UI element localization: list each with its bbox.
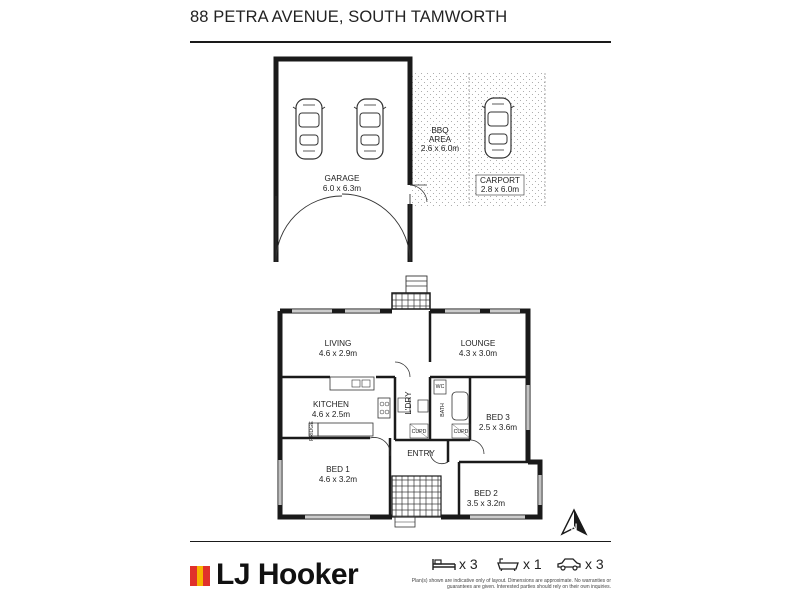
garage-doors xyxy=(275,193,411,263)
brand-logo-icon xyxy=(190,566,211,586)
bed1-name: BED 1 xyxy=(326,465,350,474)
bathrooms-stat: x 1 xyxy=(496,555,542,573)
car-icon-carport xyxy=(481,97,515,159)
garage-size: 6.0 x 6.3m xyxy=(323,184,361,193)
lounge-size: 4.3 x 3.0m xyxy=(459,349,497,358)
svg-text:N: N xyxy=(571,522,578,532)
bedrooms-stat: x 3 xyxy=(432,555,478,573)
entry-name: ENTRY xyxy=(407,449,435,458)
north-arrow-icon: N xyxy=(560,508,588,536)
bbq-area-paving xyxy=(412,73,469,206)
bed-icon xyxy=(432,559,456,570)
bed2-size: 3.5 x 3.2m xyxy=(467,499,505,508)
brand-name: LJ Hooker xyxy=(216,558,359,591)
laundry-name: L'DRY xyxy=(404,391,413,415)
lounge-name: LOUNGE xyxy=(461,339,496,348)
living-size: 4.6 x 2.9m xyxy=(319,349,357,358)
entry-paving xyxy=(391,475,442,518)
wc-fitting xyxy=(433,379,447,395)
kitchen-bench xyxy=(329,376,375,391)
bathrooms-count: x 1 xyxy=(523,556,542,572)
bed2-name: BED 2 xyxy=(474,489,498,498)
property-stats: x 3 x 1 x 3 xyxy=(426,555,611,575)
cupd-label-2: CUPD xyxy=(454,429,469,435)
front-landing xyxy=(391,292,431,310)
carport-size: 2.8 x 6.0m xyxy=(481,185,519,194)
footer-divider xyxy=(190,541,611,542)
kitchen-island xyxy=(317,422,374,437)
car-icon-garage-2 xyxy=(353,98,387,160)
car-icon-garage-1 xyxy=(292,98,326,160)
garage-walls xyxy=(273,56,413,262)
bbq-name-1: BBQ xyxy=(431,126,448,135)
bed1-size: 4.6 x 3.2m xyxy=(319,475,357,484)
bbq-size: 2.6 x 6.0m xyxy=(421,144,459,153)
disclaimer-text: Plan(s) shown are indicative only of lay… xyxy=(411,578,611,590)
bbq-name-2: AREA xyxy=(429,135,452,144)
bath-icon xyxy=(497,558,519,571)
bathtub xyxy=(451,391,469,421)
bath-name: BATH xyxy=(440,403,446,417)
stove xyxy=(377,397,391,419)
bed3-size: 2.5 x 3.6m xyxy=(479,423,517,432)
carport-name: CARPORT xyxy=(480,176,520,185)
fridge-label: FRIDGE xyxy=(309,421,315,441)
cars-stat: x 3 xyxy=(556,555,604,573)
kitchen-name: KITCHEN xyxy=(313,400,349,409)
header-divider xyxy=(190,41,611,43)
bed3-name: BED 3 xyxy=(486,413,510,422)
living-name: LIVING xyxy=(325,339,352,348)
cars-count: x 3 xyxy=(585,556,604,572)
garage-name: GARAGE xyxy=(324,174,360,183)
fridge-space xyxy=(308,422,319,437)
wc-label: WC xyxy=(436,384,445,390)
property-address: 88 PETRA AVENUE, SOUTH TAMWORTH xyxy=(190,8,508,26)
cupd-label-1: CUPD xyxy=(412,429,427,435)
car-icon xyxy=(557,558,581,571)
kitchen-size: 4.6 x 2.5m xyxy=(312,410,350,419)
bedrooms-count: x 3 xyxy=(459,556,478,572)
